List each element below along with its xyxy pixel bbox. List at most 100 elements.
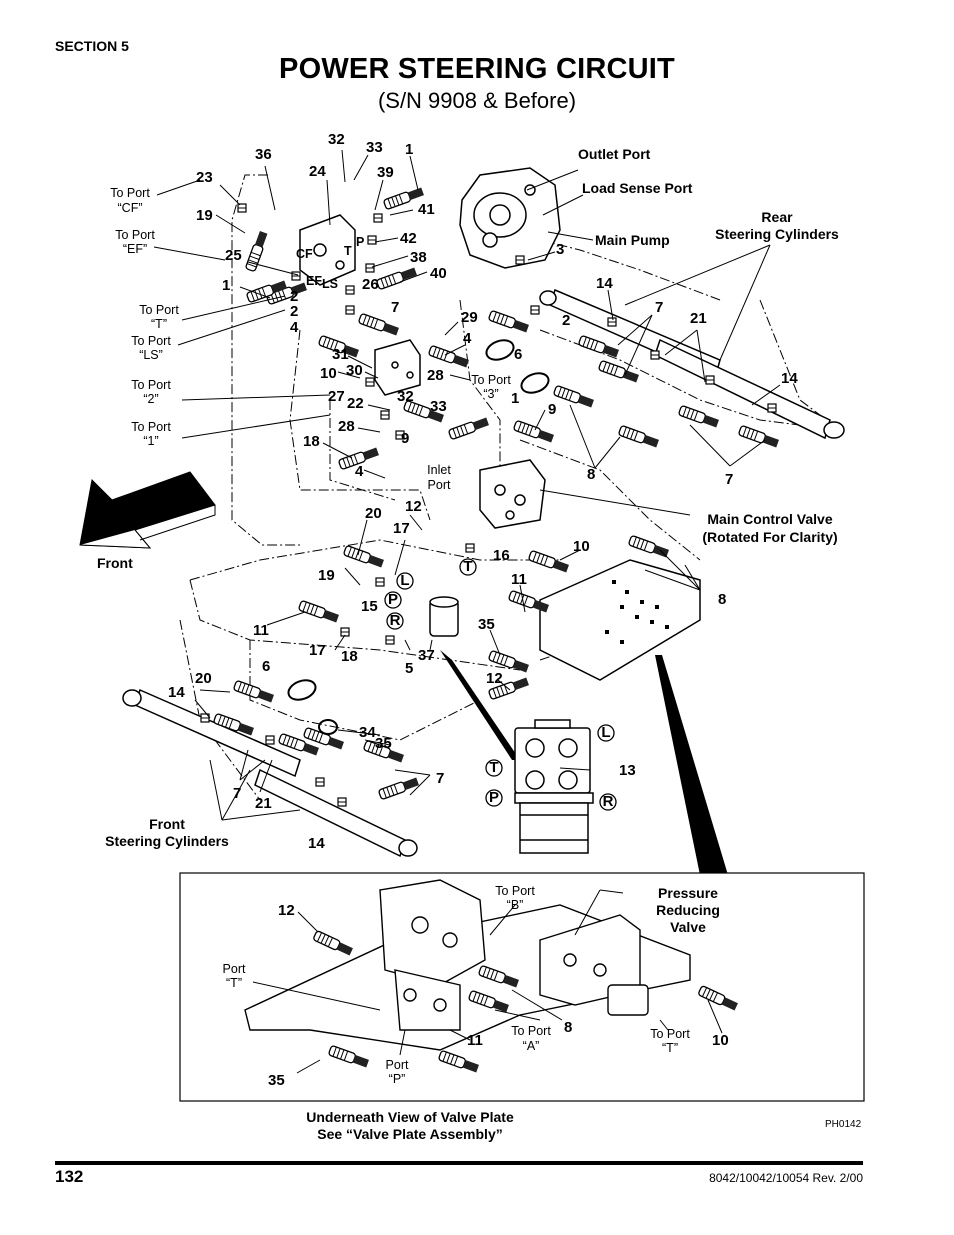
port-label: Port [386,1058,409,1072]
callout-4b: 4 [463,330,472,347]
callout-4: 4 [290,319,299,336]
to-port-label: To Port [650,1027,690,1041]
caption-line-2: See “Valve Plate Assembly” [317,1126,503,1142]
pointer-wedge-right [655,655,728,875]
to-port-label: To Port [131,334,171,348]
port-label: Port [223,962,246,976]
callout-41: 41 [418,201,435,218]
callout-8c: 8 [564,1019,572,1036]
front-cylinders-label-2: Steering Cylinders [105,833,229,849]
prv-label: Pressure Reducing Valve [656,885,720,935]
revision-label: 8042/10042/10054 Rev. 2/00 [709,1171,863,1185]
callout-39: 39 [377,164,394,181]
pointer-wedge-left [440,650,520,760]
circle-letter-p-detail: P [489,789,499,806]
callout-5: 5 [405,660,413,677]
callout-7c: 7 [233,785,241,802]
callout-15: 15 [361,598,378,615]
page-subtitle: (S/N 9908 & Before) [377,88,577,113]
callout-2: 2 [290,288,298,305]
callout-1c: 1 [511,390,519,407]
svg-text:T: T [344,244,352,258]
callout-2c: 2 [562,312,570,329]
valve-plate-underside [244,879,691,1051]
front-label: Front [97,555,133,571]
callout-7e: 7 [725,471,733,488]
callout-30: 30 [346,362,363,379]
inlet-port-label: Port [428,478,451,492]
hose-routes [179,174,841,801]
callout-11b: 11 [511,571,527,588]
page-title: POWER STEERING CIRCUIT [279,53,675,85]
callout-20b: 20 [195,670,212,687]
port-a-label: “A” [523,1039,540,1053]
circle-letter-l-detail: L [601,724,610,741]
callout-2b: 2 [290,303,298,320]
front-steering-cylinders [122,688,418,858]
main-control-valve [539,559,701,681]
callout-11c: 11 [467,1032,483,1049]
solenoid-valve [429,596,459,637]
callout-32b: 32 [397,388,414,405]
inset-callouts: 12 8 11 10 35 [268,902,729,1089]
rear-cylinders-label-1: Rear [761,209,793,225]
callout-19b: 19 [318,567,335,584]
circle-letter-l: L [400,572,409,589]
callout-12c: 12 [278,902,295,919]
callout-35c: 35 [268,1072,285,1089]
footer-rule [55,1161,863,1165]
leader-lines [153,149,781,821]
callout-21: 21 [255,795,272,812]
callout-14d: 14 [781,370,798,387]
callout-10b: 10 [573,538,590,555]
callout-12: 12 [405,498,422,515]
callout-18: 18 [303,433,320,450]
callout-8: 8 [587,466,595,483]
port-2-label: “2” [143,392,158,406]
callout-27: 27 [328,388,345,405]
callout-42: 42 [400,230,417,247]
port-cf-label: “CF” [118,201,143,215]
prv-label-3: Valve [670,919,706,935]
callout-24: 24 [309,163,326,180]
callout-13: 13 [619,762,636,779]
callout-4c: 4 [355,463,364,480]
to-port-label: To Port [511,1024,551,1038]
callout-8b: 8 [718,591,726,608]
circle-letter-p: P [388,591,398,608]
main-pump [459,167,561,269]
callout-20: 20 [365,505,382,522]
circle-letter-t-detail: T [489,759,498,776]
port-b-label: “B” [507,898,524,912]
circle-letter-t: T [463,558,472,575]
main-control-valve-label-2: (Rotated For Clarity) [702,529,837,545]
to-port-label: To Port [495,884,535,898]
callout-28: 28 [427,367,444,384]
to-port-label: To Port [131,378,171,392]
callout-14b: 14 [308,835,325,852]
svg-text:P: P [356,235,364,249]
component-labels: Outlet Port Load Sense Port Main Pump Re… [97,146,839,849]
prv-label-1: Pressure [658,885,718,901]
callout-6b: 6 [514,346,522,363]
callout-31: 31 [332,346,349,363]
inset-caption: Underneath View of Valve Plate See “Valv… [260,1109,560,1143]
to-port-label: To Port [131,420,171,434]
callout-12b: 12 [486,670,503,687]
callout-33: 33 [366,139,383,156]
priority-valve: CF EF LS T P [296,214,364,291]
to-port-label: To Port [139,303,179,317]
port-labels: To Port “CF” To Port “EF” To Port “T” To… [110,186,511,492]
steering-unit-detail [514,719,594,854]
to-port-label: To Port [115,228,155,242]
port-letter-circles [384,558,617,811]
circle-letter-r: R [390,612,401,629]
port-ls-label: “LS” [139,348,163,362]
callout-7d: 7 [655,299,663,316]
rear-steering-cylinders [539,288,845,440]
port-1-label: “1” [143,434,158,448]
load-sense-port-label: Load Sense Port [582,180,693,196]
distribution-block [374,339,421,396]
callout-32: 32 [328,131,345,148]
